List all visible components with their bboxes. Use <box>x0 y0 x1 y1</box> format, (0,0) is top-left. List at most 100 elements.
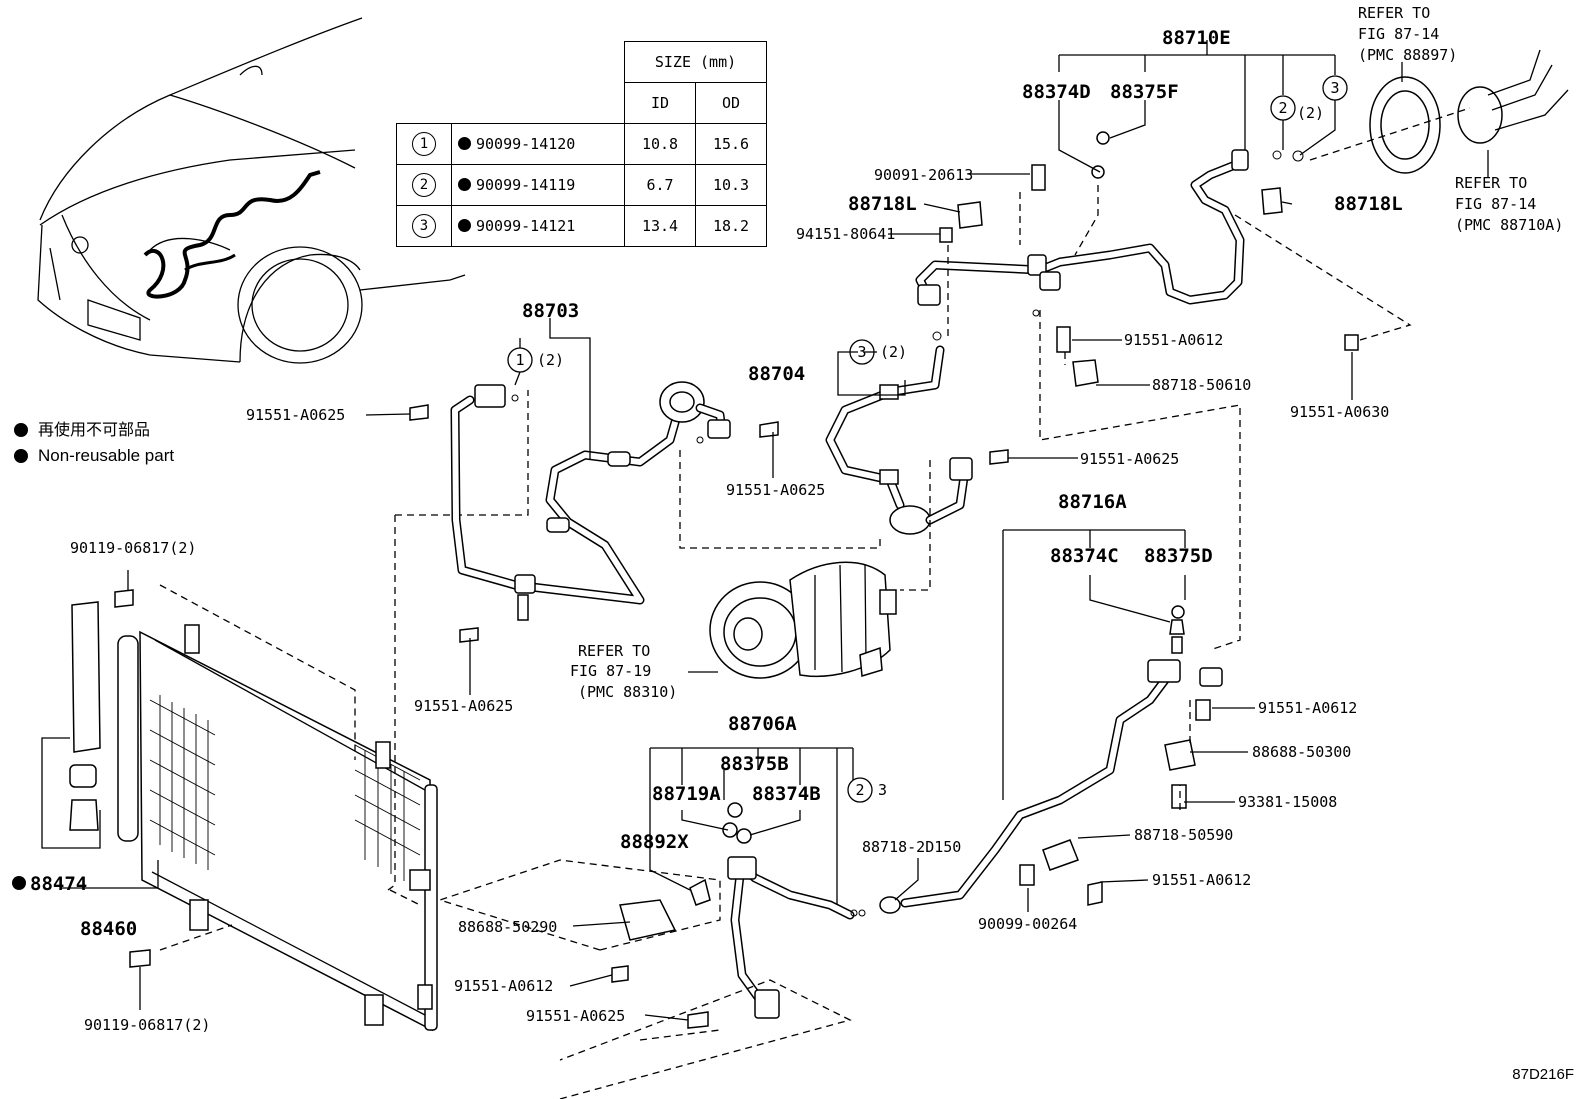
label-90119-06817-top: 90119-06817(2) <box>70 539 196 557</box>
label-88892X: 88892X <box>620 831 689 853</box>
row-id: 10.8 <box>624 123 696 165</box>
reference-dashes-left <box>159 390 529 951</box>
label-88474: 88474 <box>30 873 87 895</box>
label-88703: 88703 <box>522 300 579 322</box>
part-labels: 88710E 88374D 88375F (2) 90091-20613 887… <box>12 4 1563 1034</box>
label-88718L-right: 88718L <box>1334 193 1403 215</box>
legend-en-text: Non-reusable part <box>38 446 175 465</box>
label-88688-50300: 88688-50300 <box>1252 743 1351 761</box>
row-od: 18.2 <box>695 205 767 247</box>
label-91551-A0630: 91551-A0630 <box>1290 403 1389 421</box>
row-key: 3 <box>412 214 436 238</box>
non-reusable-dot-icon <box>458 137 471 150</box>
pipe-88703 <box>450 381 881 621</box>
refer-right-line3: (PMC 88710A) <box>1455 216 1563 234</box>
row-key: 1 <box>412 132 436 156</box>
label-90091-20613: 90091-20613 <box>874 166 973 184</box>
label-94151-80641: 94151-80641 <box>796 225 895 243</box>
key-2-marker-bottom: 2 <box>847 777 873 803</box>
label-88375B: 88375B <box>720 753 789 775</box>
label-88375F: 88375F <box>1110 81 1179 103</box>
label-88374B: 88374B <box>752 783 821 805</box>
row-od: 15.6 <box>695 123 767 165</box>
non-reusable-dot-icon <box>458 178 471 191</box>
label-91551-A0612-mid: 91551-A0612 <box>1258 699 1357 717</box>
pipe-88716A <box>879 619 1223 914</box>
label-91551-A0612-low: 91551-A0612 <box>1152 871 1251 889</box>
label-88374D: 88374D <box>1022 81 1091 103</box>
label-88374C: 88374C <box>1050 545 1119 567</box>
label-91551-A0625-c: 91551-A0625 <box>1080 450 1179 468</box>
leader-lines <box>127 40 1489 1021</box>
pipe-88710E <box>915 149 1412 651</box>
svg-text:2: 2 <box>855 781 864 799</box>
svg-text:3: 3 <box>857 343 866 361</box>
col-id-header: ID <box>624 82 696 124</box>
non-reusable-dot-icon <box>14 423 28 437</box>
hose-88706A <box>437 802 855 1099</box>
row-part-number: 90099-14120 <box>476 135 576 153</box>
row-od: 10.3 <box>695 164 767 206</box>
label-88718-2D150: 88718-2D150 <box>862 838 961 856</box>
label-93381-15008: 93381-15008 <box>1238 793 1337 811</box>
legend-row-jp: 再使用不可部品 <box>14 417 174 443</box>
compressor <box>709 561 897 679</box>
label-91551-A0625-d: 91551-A0625 <box>414 697 513 715</box>
svg-text:3: 3 <box>1330 79 1339 97</box>
col-od-header: OD <box>695 82 767 124</box>
table-row: 3 90099-14121 13.4 18.2 <box>396 205 767 247</box>
refer-top-line1: REFER TO <box>1358 4 1430 22</box>
label-91551-A0612-bot: 91551-A0612 <box>454 977 553 995</box>
oring-size-table: SIZE (mm) ID OD 1 90099-14120 10.8 15.6 … <box>396 41 767 247</box>
qty-label-88704: (2) <box>880 343 907 361</box>
label-88718L-left: 88718L <box>848 193 917 215</box>
label-88375D: 88375D <box>1144 545 1213 567</box>
refer-comp-line3: (PMC 88310) <box>578 683 677 701</box>
label-88706A: 88706A <box>728 713 797 735</box>
refer-right-line2: FIG 87-14 <box>1455 195 1536 213</box>
label-88460: 88460 <box>80 918 137 940</box>
row-id: 6.7 <box>624 164 696 206</box>
size-header: SIZE (mm) <box>624 41 767 83</box>
label-88718-50590: 88718-50590 <box>1134 826 1233 844</box>
table-row: 1 90099-14120 10.8 15.6 <box>396 123 767 165</box>
label-88719A: 88719A <box>652 783 721 805</box>
label-88704: 88704 <box>748 363 805 385</box>
svg-text:1: 1 <box>515 351 524 369</box>
key-1-marker: 1 <box>507 347 533 373</box>
condenser <box>41 601 438 1032</box>
refer-top-line3: (PMC 88897) <box>1358 46 1457 64</box>
legend-jp-text: 再使用不可部品 <box>38 420 151 439</box>
key-3-marker-88704: 3 <box>849 339 875 365</box>
qty-label-88706A: 3 <box>878 781 887 799</box>
key-2-marker-top: 2 <box>1270 95 1296 121</box>
label-88718-50610: 88718-50610 <box>1152 376 1251 394</box>
label-91551-A0625-b: 91551-A0625 <box>726 481 825 499</box>
label-88688-50290: 88688-50290 <box>458 918 557 936</box>
key-3-marker-top: 3 <box>1322 75 1348 101</box>
row-part-number: 90099-14121 <box>476 217 576 235</box>
non-reusable-dot-icon <box>458 219 471 232</box>
label-90099-00264: 90099-00264 <box>978 915 1077 933</box>
non-reusable-dot-icon <box>12 876 26 890</box>
legend: 再使用不可部品 Non-reusable part <box>14 417 174 469</box>
refer-comp-line2: FIG 87-19 <box>570 662 651 680</box>
refer-right-line1: REFER TO <box>1455 174 1527 192</box>
label-88716A: 88716A <box>1058 491 1127 513</box>
legend-row-en: Non-reusable part <box>14 443 174 469</box>
refer-comp-line1: REFER TO <box>578 642 650 660</box>
non-reusable-dot-icon <box>14 449 28 463</box>
qty-label: (2) <box>1297 104 1324 122</box>
label-91551-A0625-e: 91551-A0625 <box>526 1007 625 1025</box>
hose-88704 <box>825 345 973 591</box>
figure-code: 87D216F <box>1512 1066 1574 1083</box>
row-part-number: 90099-14119 <box>476 176 576 194</box>
label-90119-06817-bot: 90119-06817(2) <box>84 1016 210 1034</box>
label-91551-A0612-top: 91551-A0612 <box>1124 331 1223 349</box>
circled-keys: 1 3 2 3 2 <box>507 75 1348 803</box>
vehicle-illustration <box>37 17 466 364</box>
table-row: 2 90099-14119 6.7 10.3 <box>396 164 767 206</box>
row-id: 13.4 <box>624 205 696 247</box>
refer-top-line2: FIG 87-14 <box>1358 25 1439 43</box>
